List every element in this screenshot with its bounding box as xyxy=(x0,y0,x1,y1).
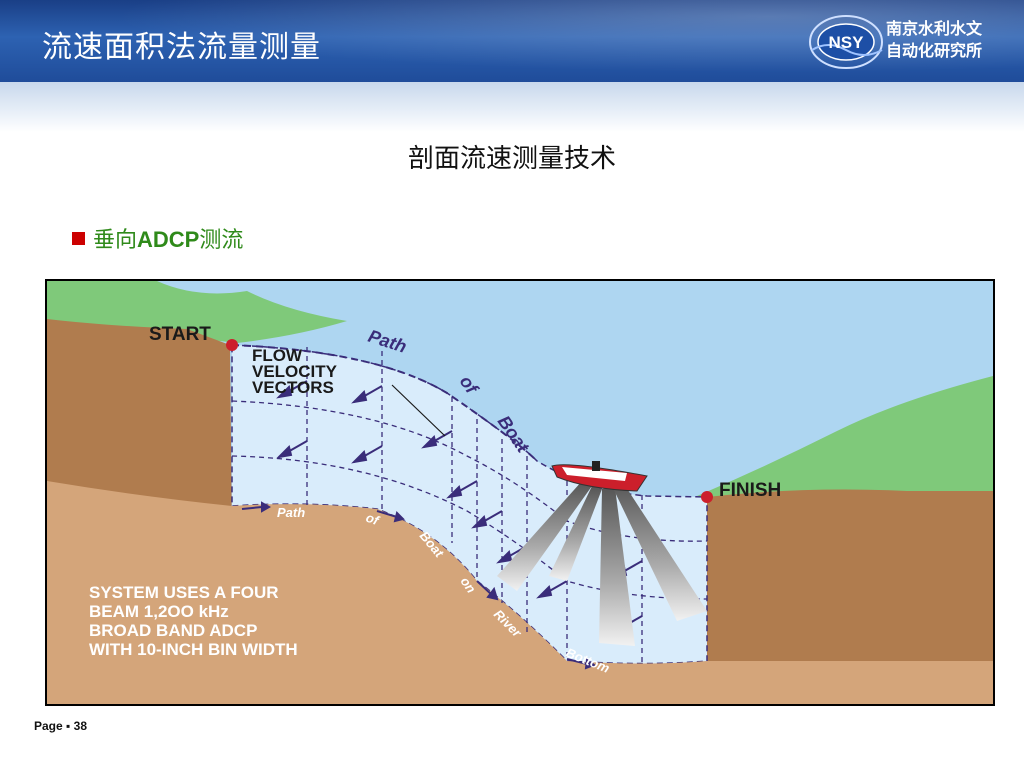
start-label: START xyxy=(149,324,211,345)
boat-icon xyxy=(551,461,648,492)
page-bullet-icon: ▪ xyxy=(66,719,71,733)
flow-label-line-3: VECTORS xyxy=(252,378,334,397)
bullet-prefix: 垂向 xyxy=(93,228,138,253)
adcp-diagram-svg: START FINISH FLOW VELOCITY VECTORS Path … xyxy=(47,281,993,704)
org-line-2: 自动化研究所 xyxy=(886,41,983,60)
system-description: SYSTEM USES A FOUR BEAM 1,2OO kHz BROAD … xyxy=(89,583,298,659)
system-line-4: WITH 10-INCH BIN WIDTH xyxy=(89,640,298,659)
boat-path-line xyxy=(231,344,538,462)
flow-label-line-2: VELOCITY xyxy=(252,362,338,381)
finish-label: FINISH xyxy=(719,480,781,501)
flow-label-line-1: FLOW xyxy=(252,346,303,365)
page-title: 流速面积法流量测量 xyxy=(42,30,321,65)
page-footer: Page ▪ 38 xyxy=(34,719,87,733)
system-line-3: BROAD BAND ADCP xyxy=(89,621,257,640)
system-line-2: BEAM 1,2OO kHz xyxy=(89,602,229,621)
bullet-item: 垂向ADCP测流 xyxy=(72,222,243,254)
page-label: Page xyxy=(34,719,63,733)
bullet-square-icon xyxy=(72,232,85,245)
logo-text: NSY xyxy=(829,33,865,52)
left-bank xyxy=(47,319,232,541)
org-line-1: 南京水利水文 xyxy=(886,19,983,38)
nsy-logo-icon: NSY xyxy=(809,15,883,69)
right-bank xyxy=(707,489,993,704)
bottom-label-1: Path xyxy=(277,505,305,520)
bullet-bold: ADCP xyxy=(137,227,200,252)
page-number: 38 xyxy=(73,719,87,733)
flow-label-leader xyxy=(391,384,446,437)
system-line-1: SYSTEM USES A FOUR xyxy=(89,583,279,602)
bottom-track-arrows xyxy=(241,501,597,670)
header-bar: 流速面积法流量测量 NSY 南京水利水文 自动化研究所 xyxy=(0,0,1024,82)
organization-name: 南京水利水文 自动化研究所 xyxy=(886,18,982,62)
river-bottom-soil xyxy=(47,481,993,704)
adcp-beams xyxy=(497,481,707,646)
adcp-diagram: START FINISH FLOW VELOCITY VECTORS Path … xyxy=(45,279,995,706)
start-marker-icon xyxy=(226,339,238,351)
finish-marker-icon xyxy=(701,491,713,503)
slide-subtitle: 剖面流速测量技术 xyxy=(407,144,616,174)
bullet-suffix: 测流 xyxy=(199,228,244,253)
bottom-label-4: on xyxy=(458,574,479,596)
header-gradient-band xyxy=(0,82,1024,132)
